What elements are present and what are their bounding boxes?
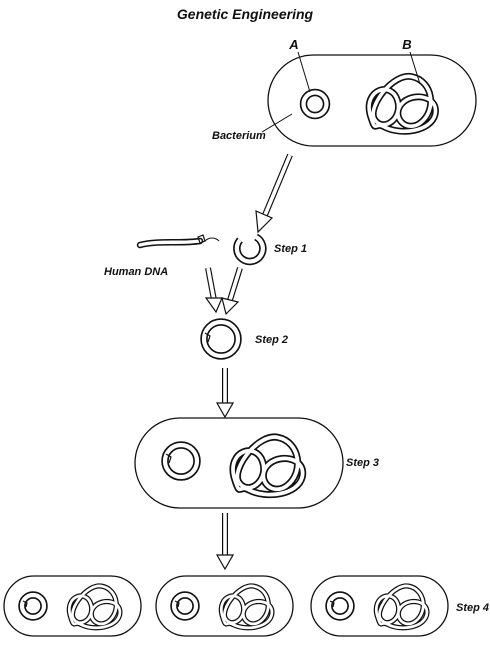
clone-bacterium-2 xyxy=(155,575,294,637)
plasmid-a xyxy=(299,88,331,120)
label-plasmid-a: A xyxy=(288,37,298,52)
arrow-to-step4 xyxy=(215,513,235,571)
human-dna-strand xyxy=(136,234,220,249)
clone-bacterium-1 xyxy=(3,575,142,637)
label-human-dna: Human DNA xyxy=(104,266,168,278)
bacterium-label-leader xyxy=(261,113,293,133)
arrow-to-step1 xyxy=(255,153,293,234)
cut-plasmid xyxy=(233,233,267,266)
label-chromosome-b: B xyxy=(402,37,411,52)
bacterium-transformed xyxy=(134,417,344,509)
label-bacterium: Bacterium xyxy=(212,130,266,142)
label-b-leader xyxy=(409,51,421,85)
arrow-to-step3 xyxy=(215,368,235,419)
arrow-dna-to-step2 xyxy=(204,267,223,314)
bacterium-original xyxy=(261,51,477,147)
label-step-2: Step 2 xyxy=(255,334,288,346)
label-a-leader xyxy=(297,51,311,93)
label-step-4: Step 4 xyxy=(456,602,489,614)
arrow-plasmid-to-step2 xyxy=(221,267,243,316)
recombinant-plasmid-in-cell xyxy=(161,441,201,481)
label-step-3: Step 3 xyxy=(346,457,379,469)
label-step-1: Step 1 xyxy=(274,243,307,255)
diagram-title: Genetic Engineering xyxy=(177,6,314,22)
recombinant-plasmid xyxy=(200,318,242,360)
clone-bacterium-3 xyxy=(310,575,449,637)
